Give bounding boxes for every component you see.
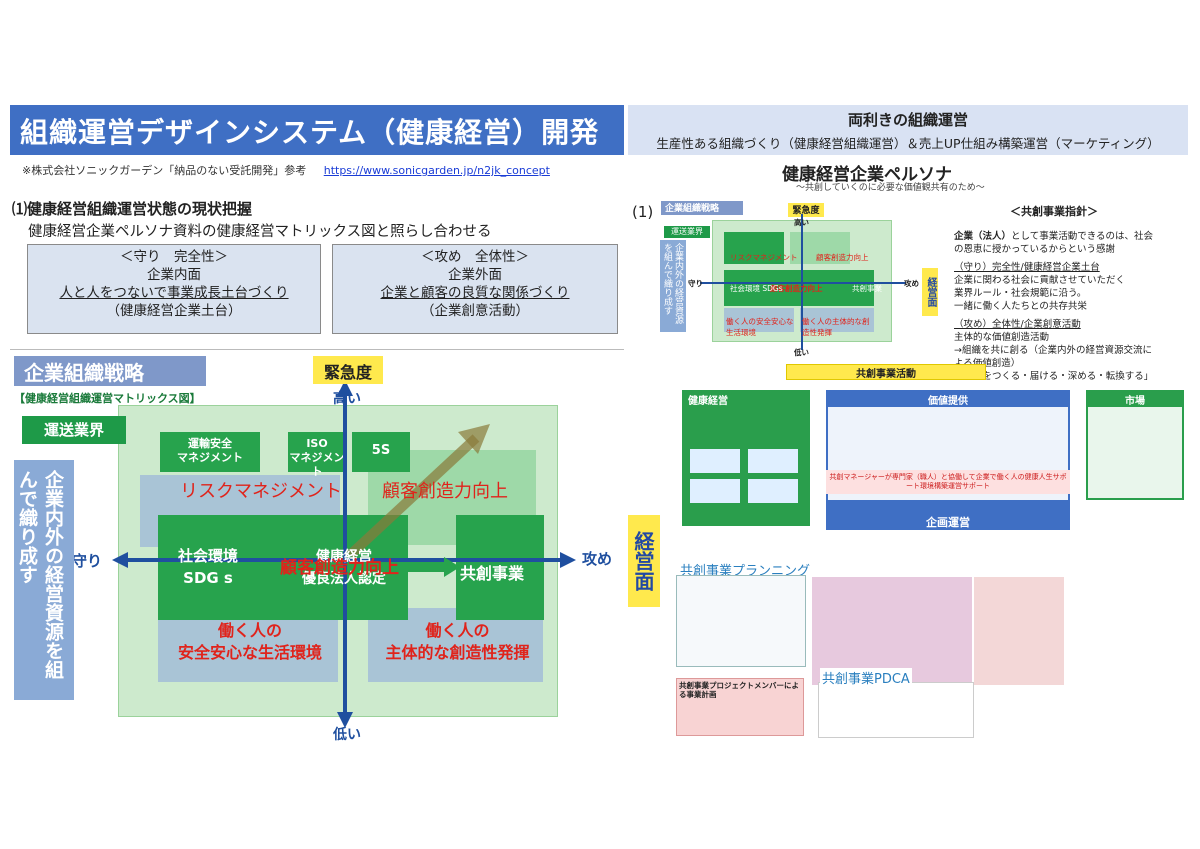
health-management-heading: 健康経営 bbox=[682, 390, 810, 409]
mini-work2: 働く人の主体的な創造性発揮 bbox=[802, 316, 874, 338]
principle-2-line2: 業界ルール・社会規範に沿う。 bbox=[954, 288, 1086, 299]
mini-social: 社会環境 SDGs bbox=[730, 283, 783, 294]
mini-customer: 顧客創造力向上 bbox=[816, 252, 869, 263]
planning-grid-right bbox=[974, 577, 1064, 685]
market-heading: 市場 bbox=[1088, 392, 1182, 407]
principle-1-bold: 企業（法人） bbox=[954, 231, 1011, 242]
pdca-box bbox=[818, 682, 974, 738]
mini-defense: 守り bbox=[688, 278, 703, 289]
principle-2-line3: 一緒に働く人たちとの共存共栄 bbox=[954, 301, 1087, 312]
business-plan-box: 共創事業プロジェクトメンバーによる事業計画 bbox=[676, 678, 804, 736]
principles-heading: ＜共創事業指針＞ bbox=[954, 205, 1154, 218]
pdca-title: 共創事業PDCA bbox=[820, 668, 912, 687]
co-creation-manager-note: 共創マネージャーが専門家（職人）と協働して企業で働く人の健康人生サポート環境構築… bbox=[826, 470, 1070, 494]
principle-2-line1: 企業に関わる社会に貢献させていただく bbox=[954, 275, 1125, 286]
mini-kyoso: 共創事業 bbox=[852, 283, 882, 294]
principle-2: （守り）完全性/健康経営企業土台 企業に関わる社会に貢献させていただく 業界ルー… bbox=[954, 261, 1154, 313]
business-plan-heading: 共創事業プロジェクトメンバーによる事業計画 bbox=[679, 681, 801, 699]
mini-high: 高い bbox=[794, 217, 809, 228]
principle-3-line1: 主体的な価値創造活動 bbox=[954, 332, 1049, 343]
principle-1: 企業（法人）として事業活動できるのは、社会の恩恵に授かっているからという感謝 bbox=[954, 230, 1154, 256]
mini-risk: リスクマネジメント bbox=[730, 252, 798, 263]
health-management-column: 健康経営 bbox=[682, 390, 810, 526]
mini-low: 低い bbox=[794, 347, 809, 358]
principles-panel: ＜共創事業指針＞ 企業（法人）として事業活動できるのは、社会の恩恵に授かっている… bbox=[954, 205, 1154, 388]
value-provision-heading: 価値提供 bbox=[828, 392, 1068, 407]
principle-2-heading: （守り）完全性/健康経営企業土台 bbox=[954, 262, 1100, 273]
planning-operation-bar: 企画運営 bbox=[826, 500, 1070, 530]
mini-offense: 攻め bbox=[904, 278, 919, 289]
principle-3-heading: （攻め）全体性/企業創意活動 bbox=[954, 319, 1081, 330]
market-box: 市場 bbox=[1086, 390, 1184, 500]
mini-work1: 働く人の安全安心な生活環境 bbox=[726, 316, 796, 338]
truck-illustrations bbox=[682, 409, 810, 519]
activity-banner: 共創事業活動 bbox=[786, 364, 986, 380]
planning-diagram bbox=[676, 575, 806, 667]
